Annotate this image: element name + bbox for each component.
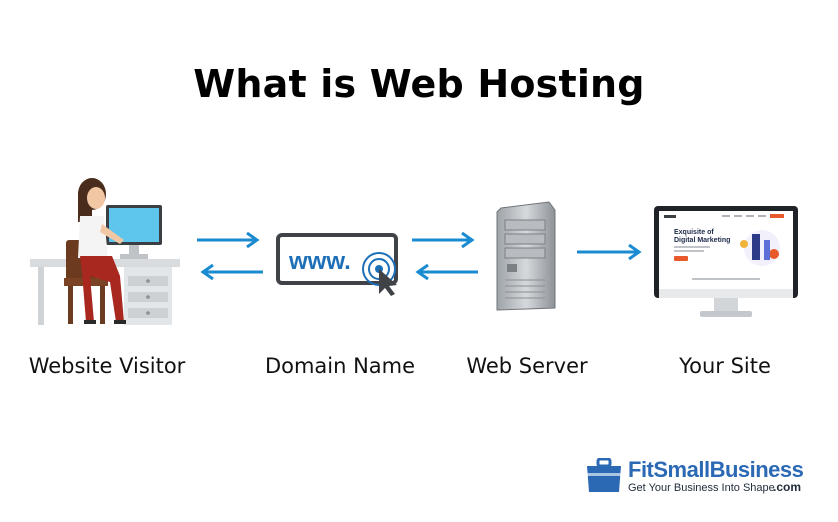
diagram-title: What is Web Hosting [193,62,645,106]
caption-domain-name: Domain Name [264,354,416,378]
svg-text:Exquisite of Digital Marke: Exquisite of Digital Marketing [674,229,730,244]
caption-website-visitor: Website Visitor [28,354,186,378]
web-server-illustration [496,201,556,311]
logo-suffix: .com [773,480,802,494]
arrow-server-to-site [577,244,642,260]
arrow-domain-to-visitor [200,264,263,280]
arrow-server-to-domain [415,264,478,280]
arrow-visitor-to-domain [197,232,260,248]
arrow-domain-to-server [412,232,475,248]
fitsmallbusiness-logo: FitSmallBusiness Get Your Business Into … [585,455,815,500]
caption-your-site: Your Site [679,354,771,378]
briefcase-icon [587,458,621,492]
domain-name-illustration: www. [276,233,398,296]
cursor-icon [379,269,397,296]
url-text: www. [288,248,351,275]
your-site-illustration: Exquisite of Digital Marketing [654,206,798,317]
website-visitor-illustration [30,178,180,325]
caption-web-server: Web Server [466,354,588,378]
logo-brand: FitSmallBusiness [628,457,804,482]
logo-tagline: Get Your Business Into Shape [628,482,775,494]
